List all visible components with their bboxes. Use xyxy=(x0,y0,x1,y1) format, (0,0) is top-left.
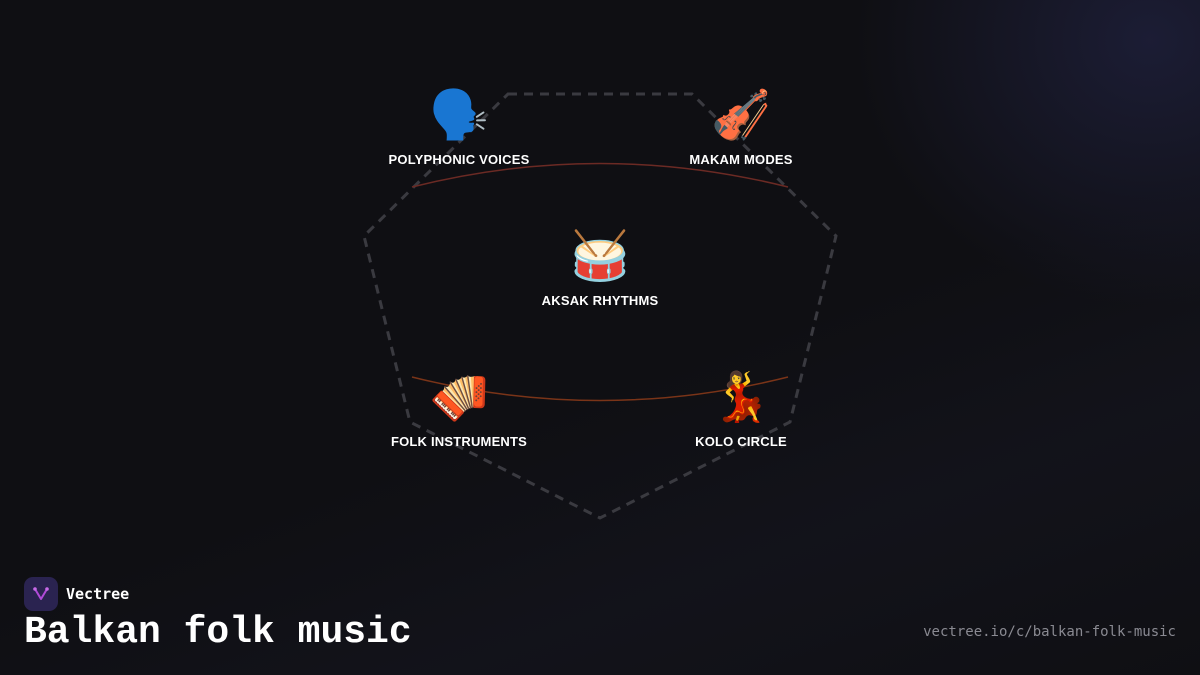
dancer-icon: 💃 xyxy=(711,369,771,425)
speaking-head-icon: 🗣️ xyxy=(429,87,489,143)
node-label: AKSAK RHYTHMS xyxy=(541,293,659,308)
brand-name: Vectree xyxy=(66,585,130,603)
bottom-connector-arc xyxy=(411,376,789,402)
node-label: POLYPHONIC VOICES xyxy=(388,152,530,167)
node-polyphonic-voices[interactable]: 🗣️ POLYPHONIC VOICES xyxy=(359,86,559,167)
node-kolo-circle[interactable]: 💃 KOLO CIRCLE xyxy=(641,368,841,449)
violin-icon: 🎻 xyxy=(711,87,771,143)
node-aksak-rhythms[interactable]: 🥁 AKSAK RHYTHMS xyxy=(500,227,700,308)
brand[interactable]: Vectree xyxy=(24,577,129,611)
node-label: FOLK INSTRUMENTS xyxy=(390,434,528,449)
vectree-logo-icon xyxy=(24,577,58,611)
node-label: KOLO CIRCLE xyxy=(695,434,787,449)
accordion-icon: 🪗 xyxy=(429,369,489,425)
page-title: Balkan folk music xyxy=(24,611,412,654)
node-makam-modes[interactable]: 🎻 MAKAM MODES xyxy=(641,86,841,167)
node-label: MAKAM MODES xyxy=(689,152,793,167)
drum-icon: 🥁 xyxy=(570,228,630,284)
node-folk-instruments[interactable]: 🪗 FOLK INSTRUMENTS xyxy=(359,368,559,449)
page-url[interactable]: vectree.io/c/balkan-folk-music xyxy=(923,624,1176,640)
top-connector-arc xyxy=(411,162,789,188)
